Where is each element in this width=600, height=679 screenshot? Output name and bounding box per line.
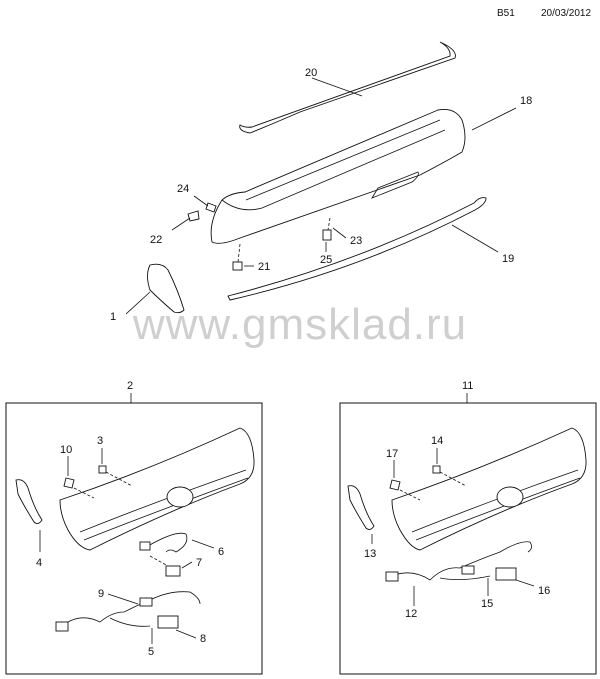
- clip-3-part[interactable]: [98, 465, 107, 474]
- diagram-code: B51: [497, 8, 515, 19]
- lamp-7-part[interactable]: [165, 565, 181, 577]
- lower-trim-strip-part[interactable]: [227, 197, 487, 301]
- connector-9a-part[interactable]: [55, 621, 69, 632]
- clip-25-part[interactable]: [322, 229, 332, 241]
- callout-12: 12: [405, 608, 417, 620]
- emblem-lock-11[interactable]: [496, 486, 524, 508]
- assembly-box-11: [339, 402, 597, 675]
- callout-2: 2: [127, 380, 133, 392]
- callout-25: 25: [320, 254, 332, 266]
- callout-5: 5: [148, 646, 154, 658]
- callout-6: 6: [218, 546, 224, 558]
- callout-15: 15: [481, 598, 493, 610]
- spoiler-part[interactable]: [210, 109, 466, 244]
- callout-7: 7: [196, 557, 202, 569]
- callout-24: 24: [177, 183, 189, 195]
- connector-9-part[interactable]: [139, 597, 153, 607]
- callout-11: 11: [462, 380, 473, 392]
- callout-16: 16: [538, 585, 550, 597]
- callout-8: 8: [200, 633, 206, 645]
- trim-panel-11-part[interactable]: [391, 427, 587, 551]
- clip-10-part[interactable]: [63, 477, 75, 489]
- callout-17: 17: [386, 448, 398, 460]
- callout-9: 9: [98, 588, 104, 600]
- clip-14-part[interactable]: [432, 465, 441, 474]
- callout-4: 4: [36, 557, 42, 569]
- callout-18: 18: [520, 95, 532, 107]
- callout-14: 14: [431, 435, 443, 447]
- callout-19: 19: [502, 253, 514, 265]
- clip-24-part[interactable]: [205, 202, 217, 213]
- clip-17-part[interactable]: [389, 479, 401, 491]
- trim-panel-2-part[interactable]: [59, 427, 255, 551]
- emblem-lock-2[interactable]: [166, 486, 194, 508]
- clip-21-part[interactable]: [232, 261, 243, 271]
- callout-13: 13: [364, 548, 376, 560]
- callout-21: 21: [258, 261, 270, 273]
- callout-10: 10: [60, 444, 72, 456]
- connector-12-part[interactable]: [461, 565, 475, 575]
- end-cap-13-part[interactable]: [347, 485, 375, 531]
- callout-3: 3: [97, 435, 103, 447]
- callout-20: 20: [305, 67, 317, 79]
- callout-22: 22: [150, 234, 162, 246]
- clip-22-part[interactable]: [187, 210, 200, 222]
- diagram-date: 20/03/2012: [541, 8, 592, 19]
- watermark: www.gmsklad.ru: [132, 300, 468, 349]
- lamp-8-part[interactable]: [157, 615, 179, 629]
- seal-strip-part[interactable]: [239, 41, 456, 134]
- end-cap-4-part[interactable]: [15, 479, 43, 525]
- connector-12a-part[interactable]: [385, 571, 399, 582]
- end-cap-part[interactable]: [147, 263, 185, 314]
- connector-6-part[interactable]: [139, 541, 151, 551]
- lamp-16-part[interactable]: [495, 567, 517, 581]
- callout-1: 1: [110, 311, 116, 323]
- callout-23: 23: [350, 235, 362, 247]
- assembly-box-2: [5, 402, 263, 675]
